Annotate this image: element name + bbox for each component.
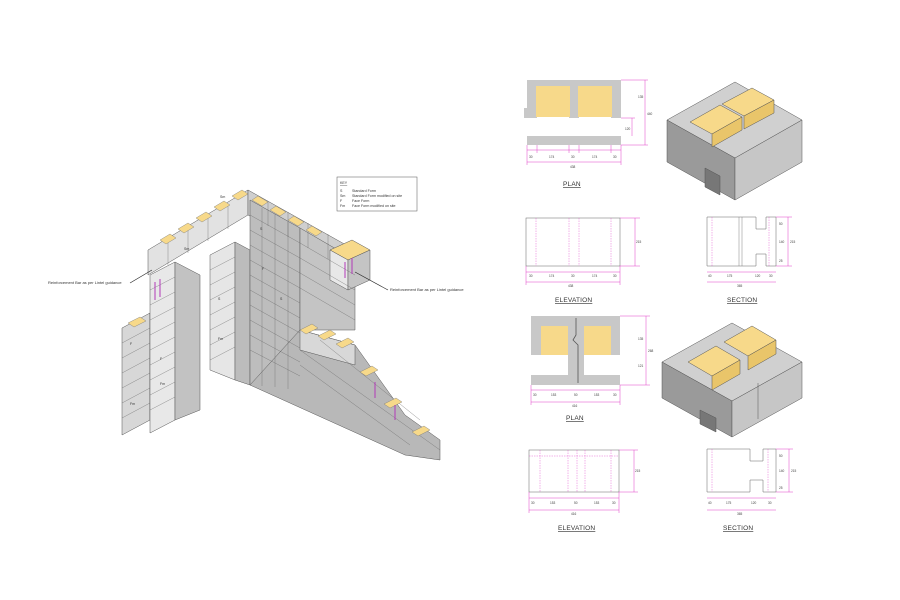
dim-text: 153 [550,501,556,505]
dim-text: 438 [568,284,574,288]
dim-text: 416 [571,512,577,516]
dim-text: 120 [751,501,757,505]
dim-text: 50 [574,501,578,505]
section-2-label: SECTION [723,525,753,532]
dim-text: 30 [613,393,617,397]
key-code: Sm [340,194,345,198]
isometric-wall-assembly: Sm Sm S F F Fm S Fm S F Fm [121,189,441,461]
elevation-1-label: ELEVATION [555,297,592,304]
dim-text: 175 [727,274,733,278]
dim-text: 175 [726,501,732,505]
dim-text: 135 [638,95,644,99]
block-1-isometric [666,81,803,201]
block-label: Sm [220,195,225,199]
key-title: KEY [340,181,348,185]
plan-1-label: PLAN [563,181,581,188]
dim-text: 440 [647,112,653,116]
dim-text: 30 [533,393,537,397]
dim-text: 50 [779,454,783,458]
dim-text: 174 [549,274,555,278]
dim-text: 135 [638,337,644,341]
key-desc: Face Form [352,199,369,203]
key-code: F [340,199,343,203]
dim-text: 215 [636,240,642,244]
dim-text: 50 [574,393,578,397]
dim-text: 30 [613,274,617,278]
dim-text: 174 [549,155,555,159]
dim-text: 365 [737,512,743,516]
dim-text: 50 [779,222,783,226]
annotation-right: Reinforcement Bar as per Lintel guidance [354,271,464,292]
annotation-text: Reinforcement Bar as per Lintel guidance [48,280,122,285]
dim-text: 40 [708,274,712,278]
dim-text: 30 [529,274,533,278]
dim-text: 140 [779,240,785,244]
section-view-1: 40 175 120 30 365 50 140 25 215 [706,216,796,288]
key-desc: Standard Form modified on site [352,194,402,198]
section-view-2: 40 175 120 30 365 50 140 25 215 [706,448,797,516]
dim-text: 25 [779,259,783,263]
block-label: S [218,297,221,301]
dim-text: 25 [779,486,783,490]
annotation-left: Reinforcement Bar as per Lintel guidance [48,269,153,285]
elevation-2-label: ELEVATION [558,525,595,532]
dim-text: 30 [612,501,616,505]
key-legend: KEY S Standard Form Sm Standard Form mod… [336,176,418,212]
key-code: S [340,189,343,193]
plan-1-dims: 30 174 30 174 30 438 135 120 440 [529,95,653,169]
block-label: Fm [160,382,165,386]
dim-text: 153 [594,501,600,505]
dim-text: 30 [571,274,575,278]
key-code: Fm [340,204,345,208]
dim-text: 215 [635,469,641,473]
dim-text: 174 [592,155,598,159]
block-label: F [130,342,132,346]
block-label: S [280,297,283,301]
elevation-view-2: 30 153 50 153 30 416 215 [528,449,641,516]
dim-text: 121 [638,364,644,368]
plan-2-label: PLAN [566,415,584,422]
dim-text: 153 [594,393,600,397]
dim-text: 215 [790,240,796,244]
plan-view-2: 30 153 50 153 30 416 135 121 268 [530,315,654,408]
dim-text: 30 [529,155,533,159]
dim-text: 215 [791,469,797,473]
dim-text: 174 [592,274,598,278]
dim-text: 153 [551,393,557,397]
block-label: Fm [218,337,223,341]
elevation-view-1: 30 174 30 174 30 438 215 [525,217,642,288]
annotation-text: Reinforcement Bar as per Lintel guidance [390,287,464,292]
dim-text: 365 [737,284,743,288]
block-label: Fm [130,402,135,406]
block-label: F [160,357,162,361]
dim-text: 120 [625,127,631,131]
dim-text: 416 [572,404,578,408]
dim-text: 120 [755,274,761,278]
key-desc: Face Form modified on site [352,204,396,208]
dim-text: 268 [648,349,654,353]
section-1-label: SECTION [727,297,757,304]
dim-text: 40 [708,501,712,505]
dim-text: 30 [613,155,617,159]
dim-text: 30 [769,274,773,278]
leader-line [354,271,389,291]
plan-view-1 [524,79,648,165]
dim-text: 438 [570,165,576,169]
dim-text: 30 [531,501,535,505]
block-label: F [262,267,264,271]
key-desc: Standard Form [352,189,376,193]
dim-text: 30 [571,155,575,159]
dim-text: 30 [768,501,772,505]
block-label: S [260,227,263,231]
dim-text: 140 [779,469,785,473]
leader-line [129,269,153,284]
block-2-isometric [661,322,803,438]
block-label: Sm [184,247,189,251]
